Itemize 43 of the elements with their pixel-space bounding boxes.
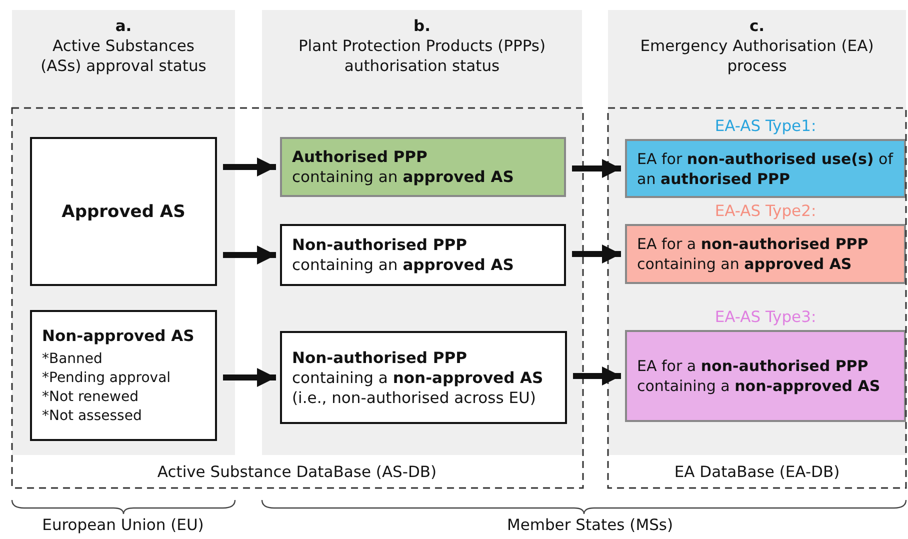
- arrow: [223, 157, 276, 177]
- status-box: [30, 137, 217, 286]
- product-box: [280, 224, 566, 286]
- status-box: [30, 310, 217, 441]
- column-panel: [262, 10, 582, 455]
- panel-letter: c.: [748, 16, 766, 36]
- box-text: containing an approved AS: [292, 255, 515, 275]
- panel-heading: Emergency Authorisation (EA) process: [639, 36, 875, 76]
- box-text: EA for a non-authorised PPP containing an approved AS: [637, 234, 870, 274]
- region-label: Member States (MSs): [506, 516, 674, 534]
- arrow: [223, 245, 276, 265]
- box-text: containing a non-approved AS: [292, 368, 544, 388]
- panel-letter: a.: [114, 16, 133, 36]
- panel-heading: Plant Protection Products (PPPs) authorisation status: [297, 36, 547, 76]
- type-heading: EA-AS Type1:: [714, 116, 818, 137]
- arrow: [572, 244, 621, 264]
- product-box: [280, 331, 567, 424]
- region-label: European Union (EU): [42, 516, 204, 534]
- arrow: [223, 368, 276, 388]
- list-item: *Not renewed: [42, 388, 140, 406]
- box-text: EA for non-authorised use(s) of an authorised PPP: [637, 148, 894, 188]
- arrow: [572, 158, 621, 178]
- box-heading: Authorised PPP: [292, 147, 428, 167]
- box-text: containing an approved AS: [292, 167, 515, 187]
- panel-letter: b.: [412, 16, 432, 36]
- column-panel: [608, 10, 906, 455]
- product-box: [280, 137, 566, 197]
- box-text: (i.e., non-authorised across EU): [292, 388, 537, 408]
- list-item: *Not assessed: [42, 406, 143, 426]
- box-heading: Approved AS: [62, 202, 186, 222]
- region-label: EA DataBase (EA-DB): [674, 463, 840, 481]
- box-heading: Non-authorised PPP: [292, 348, 468, 368]
- box-text: EA for a non-authorised PPP containing a non-approved AS: [637, 356, 882, 396]
- region-label: Active Substance DataBase (AS-DB): [157, 463, 437, 481]
- list-item: *Banned: [42, 350, 104, 368]
- panel-heading: Active Substances (ASs) approval status: [40, 36, 208, 76]
- arrow: [573, 366, 621, 386]
- type-heading: EA-AS Type3:: [714, 307, 818, 328]
- list-item: *Pending approval: [42, 368, 172, 388]
- box-heading: Non-authorised PPP: [292, 235, 468, 255]
- column-panel: [12, 10, 235, 455]
- type-heading: EA-AS Type2:: [714, 201, 818, 222]
- box-heading: Non-approved AS: [42, 326, 196, 346]
